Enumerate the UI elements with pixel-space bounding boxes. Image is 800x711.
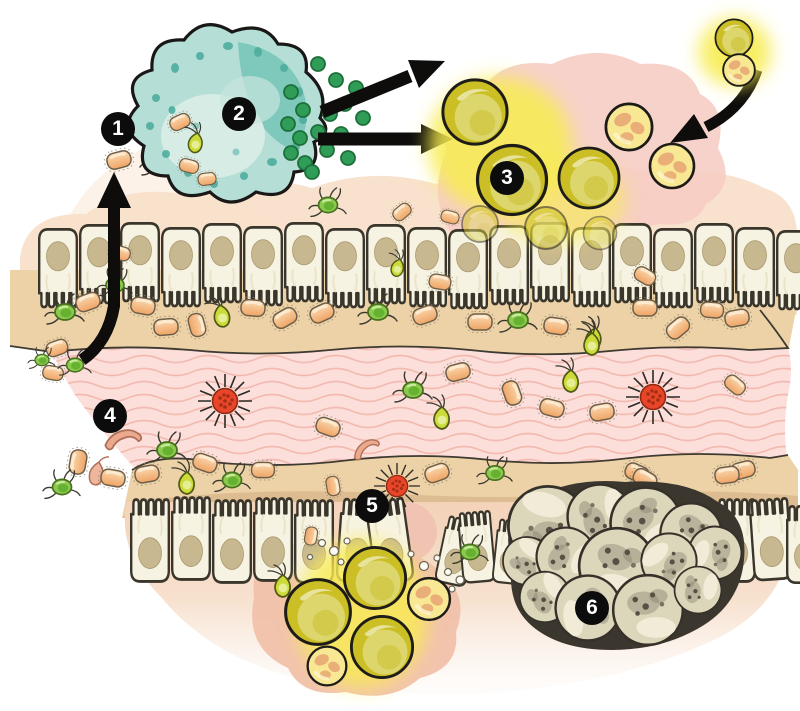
epithelial-cell xyxy=(252,497,294,582)
yellow-cell xyxy=(284,578,352,646)
granuloma-cell xyxy=(611,573,685,647)
granule-dot xyxy=(283,84,299,100)
upper-epithelium-row xyxy=(37,222,800,311)
granule-dot xyxy=(280,116,296,132)
label-1-badge: 1 xyxy=(101,112,135,146)
rod-bacterium xyxy=(63,444,93,480)
label-2-badge: 2 xyxy=(222,97,256,131)
yellow-cell xyxy=(441,78,509,146)
epithelial-cell xyxy=(734,227,776,308)
granule-dot xyxy=(355,110,371,126)
granule-dot xyxy=(340,150,356,166)
lumen xyxy=(9,309,791,472)
granule-dot xyxy=(283,145,299,161)
pale-yellow-cell xyxy=(648,142,696,190)
epithelial-cell xyxy=(129,498,171,583)
epithelial-cell xyxy=(160,227,202,308)
green-microbe xyxy=(42,468,82,500)
lumen-wave-pattern xyxy=(52,346,791,472)
mast-cell xyxy=(197,373,253,429)
granule-dot xyxy=(328,72,344,88)
epithelial-cell xyxy=(201,223,243,304)
label-6-badge: 6 xyxy=(575,591,609,625)
epithelial-cell xyxy=(488,225,530,306)
yellow-cell xyxy=(349,614,415,680)
granule-dot xyxy=(310,56,326,72)
epithelial-cell xyxy=(211,499,253,584)
yellow-cell-ghost xyxy=(582,215,618,251)
yellow-cell xyxy=(342,545,408,611)
arrows xyxy=(78,60,763,365)
label-4-badge: 4 xyxy=(93,399,127,433)
epithelial-cell xyxy=(170,496,212,581)
mast-cell xyxy=(625,369,681,425)
epithelial-cell xyxy=(652,228,694,309)
yellow-cell xyxy=(714,18,754,58)
upper-mucus-edge-line xyxy=(9,309,790,356)
pale-yellow-cell xyxy=(606,104,652,150)
label-5-badge: 5 xyxy=(355,489,389,523)
yellow-cell xyxy=(557,146,621,210)
granule-dot xyxy=(304,164,320,180)
granule-dot xyxy=(295,102,311,118)
pale-yellow-cell xyxy=(305,644,349,688)
epithelial-cell xyxy=(283,222,325,303)
pale-yellow-cell xyxy=(721,52,757,88)
yellow-cell-ghost xyxy=(524,206,568,250)
epithelial-cell xyxy=(406,227,448,308)
arrow-up-right-icon xyxy=(319,60,445,119)
yellow-cell-ghost xyxy=(461,205,499,243)
label-3-badge: 3 xyxy=(490,161,524,195)
macrophage-spots xyxy=(146,42,307,188)
epithelial-cell xyxy=(785,505,800,585)
gray-cell-cluster xyxy=(492,473,750,650)
epithelial-cell xyxy=(775,230,800,311)
epithelial-cell xyxy=(611,223,653,304)
pale-yellow-cell xyxy=(406,576,452,622)
granule-dot xyxy=(292,130,308,146)
epithelial-cell xyxy=(693,223,735,304)
arrow-up-icon xyxy=(78,172,131,365)
epithelial-cell xyxy=(242,226,284,307)
epithelial-cell xyxy=(324,228,366,309)
